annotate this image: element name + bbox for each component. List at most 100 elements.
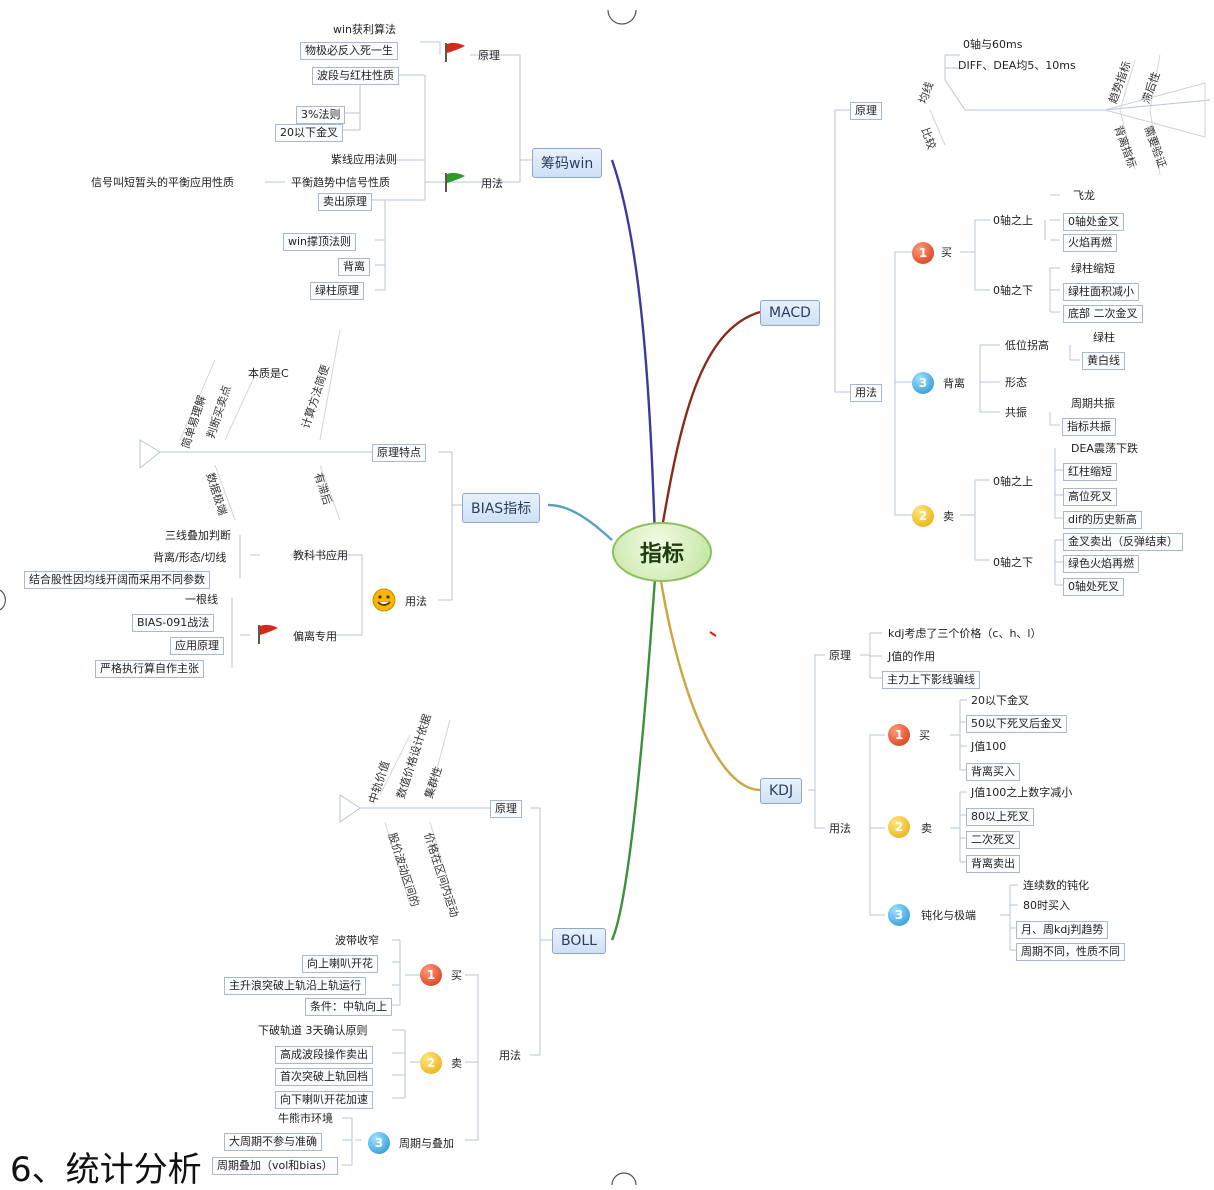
- macd-mai2-item[interactable]: dif的历史新高: [1063, 511, 1142, 529]
- bias-tedian-item[interactable]: 本质是C: [248, 367, 289, 380]
- bias-jiaokeshu-item[interactable]: 背离/形态/切线: [153, 551, 227, 564]
- bias-teyong-item[interactable]: 应用原理: [170, 637, 224, 655]
- boll-mai2[interactable]: 卖: [451, 1057, 462, 1070]
- boll-mai2-item[interactable]: 高成波段操作卖出: [275, 1046, 373, 1064]
- chouma-yongfa-item[interactable]: 信号叫短暂头的平衡应用性质: [91, 176, 234, 189]
- kdj-mai-item[interactable]: 背离买入: [966, 763, 1020, 781]
- branch-kdj[interactable]: KDJ: [760, 778, 803, 804]
- macd-mai-shang[interactable]: 0轴之上: [993, 214, 1033, 227]
- bias-tedian[interactable]: 原理特点: [372, 444, 426, 462]
- chouma-yongfa-item[interactable]: 3%法则: [296, 106, 346, 124]
- branch-macd[interactable]: MACD: [760, 300, 820, 326]
- boll-qingshi-item[interactable]: 周期叠加（vol和bias）: [212, 1157, 338, 1175]
- macd-mai2[interactable]: 卖: [943, 510, 954, 523]
- boll-mai-item[interactable]: 波带收窄: [335, 934, 379, 947]
- chouma-yongfa-item[interactable]: 绿柱原理: [310, 282, 364, 300]
- kdj-yuanli[interactable]: 原理: [829, 649, 851, 662]
- macd-beili-b[interactable]: 形态: [1005, 376, 1027, 389]
- chouma-yongfa-item[interactable]: 紫线应用法则: [331, 153, 397, 166]
- kdj-bianhua-item[interactable]: 周期不同，性质不同: [1016, 943, 1125, 961]
- chouma-yuanli-item[interactable]: win获利算法: [333, 23, 397, 36]
- kdj-bianhua[interactable]: 钝化与极端: [921, 909, 976, 922]
- boll-mai2-item[interactable]: 向下喇叭开花加速: [275, 1091, 373, 1109]
- macd-mai-item[interactable]: 火焰再燃: [1063, 234, 1117, 252]
- bias-teyong-item[interactable]: BIAS-091战法: [132, 614, 215, 632]
- boll-mai2-item[interactable]: 下破轨道 3天确认原则: [258, 1024, 368, 1037]
- macd-mai-item[interactable]: 绿柱面积减小: [1063, 283, 1139, 301]
- kdj-yuanli-item[interactable]: J值的作用: [888, 650, 936, 663]
- macd-mai2-item[interactable]: 0轴处死叉: [1063, 578, 1124, 596]
- macd-mai2-item[interactable]: 绿色火焰再燃: [1063, 555, 1139, 573]
- macd-beili-c[interactable]: 共振: [1005, 406, 1027, 419]
- macd-yuanli-item[interactable]: DIFF、DEA均5、10ms: [958, 59, 1076, 72]
- boll-yuanli[interactable]: 原理: [490, 800, 522, 818]
- chouma-yongfa[interactable]: 用法: [481, 177, 503, 190]
- kdj-yuanli-item[interactable]: 主力上下影线骗线: [882, 671, 980, 689]
- kdj-mai2-item[interactable]: 二次死叉: [966, 831, 1020, 849]
- bias-yongfa[interactable]: 用法: [405, 595, 427, 608]
- chouma-yongfa-item[interactable]: 平衡趋势中信号性质: [291, 176, 390, 189]
- boll-qingshi[interactable]: 周期与叠加: [399, 1137, 454, 1150]
- macd-mai-xia[interactable]: 0轴之下: [993, 284, 1033, 297]
- macd-yuanli-item[interactable]: 0轴与60ms: [963, 38, 1023, 51]
- bias-jiaokeshu[interactable]: 教科书应用: [293, 549, 348, 562]
- macd-beili-item[interactable]: 绿柱: [1093, 331, 1115, 344]
- macd-mai-item[interactable]: 绿柱缩短: [1071, 262, 1115, 275]
- macd-mai-item[interactable]: 0轴处金叉: [1063, 213, 1124, 231]
- bias-teyong-item[interactable]: 一根线: [185, 593, 218, 606]
- bias-jiaokeshu-item[interactable]: 结合股性因均线开阔而采用不同参数: [24, 571, 210, 589]
- macd-yongfa[interactable]: 用法: [850, 384, 882, 402]
- kdj-yongfa[interactable]: 用法: [829, 822, 851, 835]
- chouma-yongfa-item[interactable]: 波段与红柱性质: [312, 67, 399, 85]
- macd-mai2-item[interactable]: DEA震荡下跌: [1071, 442, 1138, 455]
- boll-mai-item[interactable]: 向上喇叭开花: [302, 955, 378, 973]
- root-node[interactable]: 指标: [612, 522, 712, 582]
- macd-beili-a[interactable]: 低位拐高: [1005, 339, 1049, 352]
- macd-mai[interactable]: 买: [941, 246, 952, 259]
- macd-mai2-xia[interactable]: 0轴之下: [993, 556, 1033, 569]
- kdj-mai2-item[interactable]: J值100之上数字减小: [971, 786, 1073, 799]
- boll-qingshi-item[interactable]: 大周期不参与准确: [224, 1133, 322, 1151]
- kdj-bianhua-item[interactable]: 连续数的钝化: [1023, 879, 1089, 892]
- macd-beili-item[interactable]: 指标共振: [1062, 418, 1116, 436]
- boll-mai-item[interactable]: 条件：中轨向上: [305, 998, 392, 1016]
- macd-beili-item[interactable]: 周期共振: [1071, 397, 1115, 410]
- macd-mai2-item[interactable]: 金叉卖出（反弹结束）: [1063, 533, 1183, 551]
- branch-chouma[interactable]: 筹码win: [532, 148, 603, 178]
- chouma-yongfa-item[interactable]: 卖出原理: [318, 193, 372, 211]
- kdj-bianhua-item[interactable]: 月、周kdj判趋势: [1016, 921, 1109, 939]
- kdj-mai2[interactable]: 卖: [921, 822, 932, 835]
- macd-mai2-shang[interactable]: 0轴之上: [993, 475, 1033, 488]
- chouma-yongfa-item[interactable]: 背离: [338, 258, 370, 276]
- boll-mai-item[interactable]: 主升浪突破上轨沿上轨运行: [224, 977, 366, 995]
- chouma-yongfa-item[interactable]: 20以下金叉: [275, 124, 343, 142]
- boll-mai[interactable]: 买: [451, 969, 462, 982]
- kdj-bianhua-item[interactable]: 80时买入: [1023, 899, 1070, 912]
- chouma-yongfa-item[interactable]: win撑顶法则: [283, 233, 357, 251]
- chouma-yuanli[interactable]: 原理: [478, 49, 500, 62]
- kdj-mai[interactable]: 买: [919, 729, 930, 742]
- branch-boll[interactable]: BOLL: [552, 928, 606, 954]
- chouma-yuanli-item[interactable]: 物极必反入死一生: [300, 42, 398, 60]
- boll-mai2-item[interactable]: 首次突破上轨回档: [275, 1068, 373, 1086]
- kdj-mai-item[interactable]: 20以下金叉: [971, 694, 1029, 707]
- bias-teyong-item[interactable]: 严格执行算自作主张: [95, 660, 204, 678]
- boll-yongfa[interactable]: 用法: [499, 1049, 521, 1062]
- macd-mai2-item[interactable]: 高位死叉: [1063, 488, 1117, 506]
- macd-mai-item[interactable]: 飞龙: [1073, 189, 1095, 202]
- kdj-mai-item[interactable]: J值100: [971, 740, 1007, 753]
- macd-mai-item[interactable]: 底部 二次金叉: [1063, 305, 1143, 323]
- boll-qingshi-item[interactable]: 牛熊市环境: [278, 1112, 333, 1125]
- macd-beili-item[interactable]: 黄白线: [1082, 352, 1125, 370]
- macd-yuanli[interactable]: 原理: [850, 102, 882, 120]
- bias-jiaokeshu-item[interactable]: 三线叠加判断: [165, 529, 231, 542]
- kdj-yuanli-item[interactable]: kdj考虑了三个价格（c、h、l）: [888, 627, 1042, 640]
- kdj-mai2-item[interactable]: 背离卖出: [966, 855, 1020, 873]
- red-flag-icon: [258, 624, 278, 644]
- kdj-mai-item[interactable]: 50以下死叉后金叉: [966, 715, 1067, 733]
- bias-teyong[interactable]: 偏离专用: [293, 630, 337, 643]
- macd-mai2-item[interactable]: 红柱缩短: [1063, 463, 1117, 481]
- kdj-mai2-item[interactable]: 80以上死叉: [966, 808, 1034, 826]
- branch-bias[interactable]: BIAS指标: [462, 493, 541, 523]
- macd-beili[interactable]: 背离: [943, 377, 965, 390]
